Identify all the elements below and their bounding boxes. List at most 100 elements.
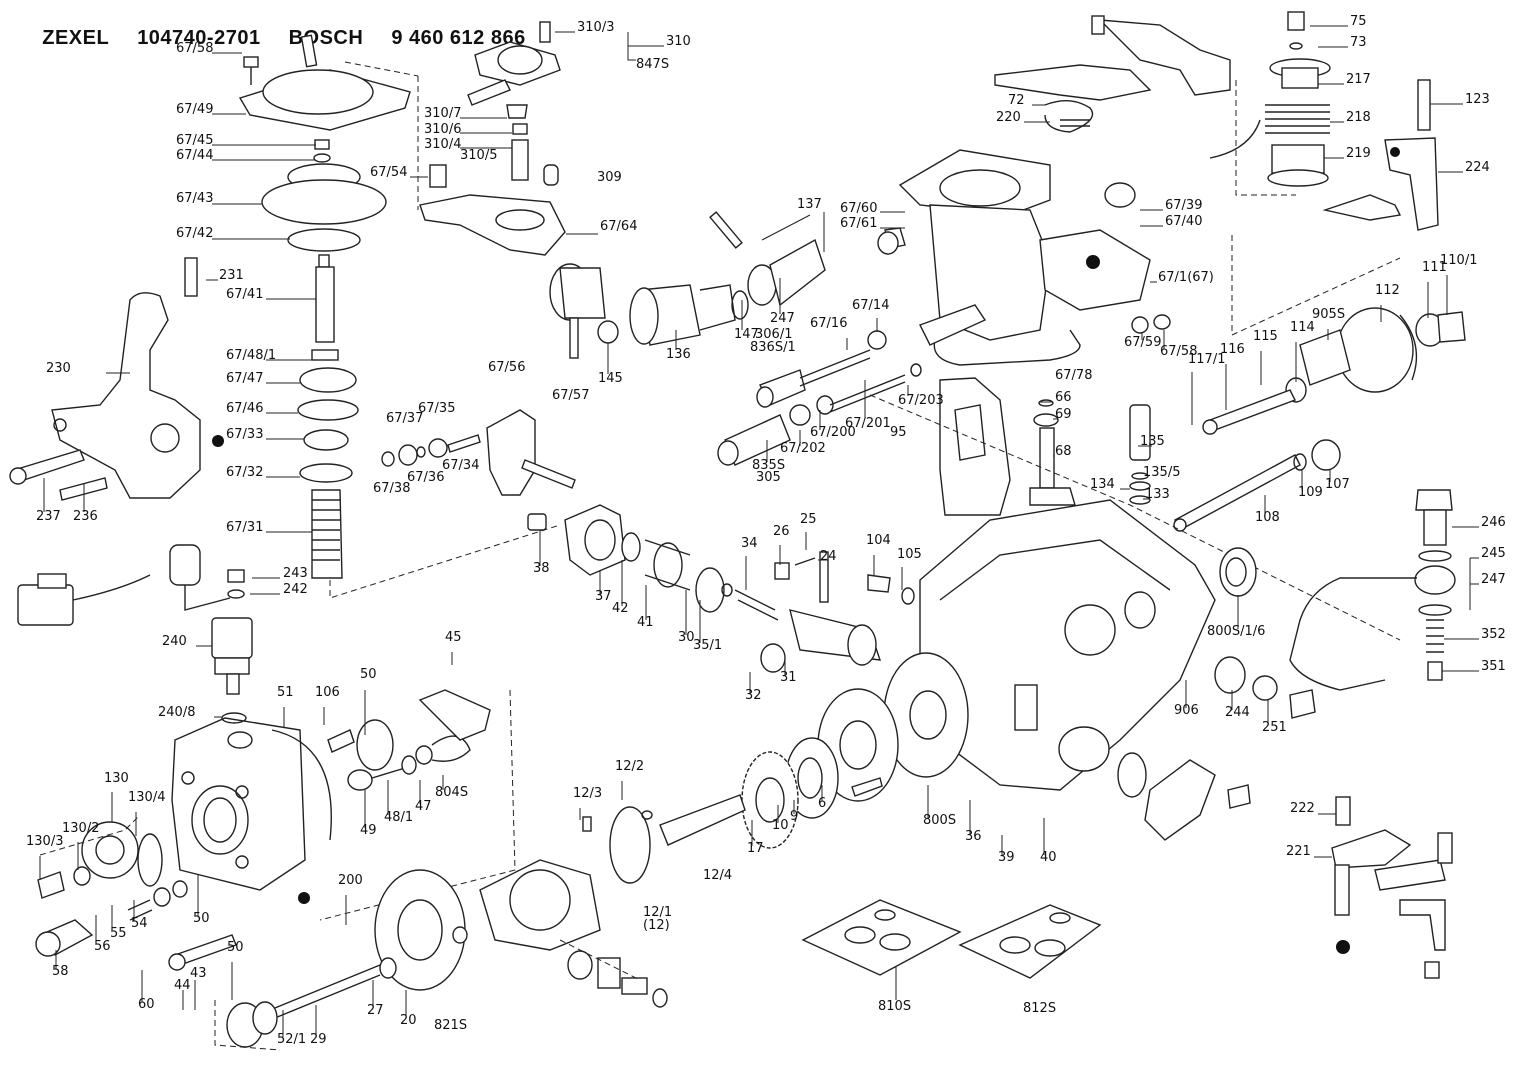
part-label: 69 [1055, 407, 1072, 422]
overflow-valve-banjo [1214, 489, 1456, 719]
part-label: 236 [73, 509, 98, 524]
part-label: 36 [965, 829, 982, 844]
part-label: 247 [770, 311, 795, 326]
part-label: 66 [1055, 390, 1072, 405]
zexel-part-number: 104740-2701 [137, 27, 261, 49]
part-label: 6 [818, 796, 827, 811]
part-label: 67/200 [810, 425, 856, 440]
part-label: 67/202 [780, 441, 826, 456]
part-label: 73 [1350, 35, 1367, 50]
part-label: 200 [338, 873, 363, 888]
part-label: 54 [131, 916, 148, 931]
cold-start-device-310 [419, 21, 566, 256]
part-label: 117/1 [1188, 352, 1226, 367]
part-label: 44 [174, 978, 191, 993]
feed-pump-and-cam [214, 859, 668, 1051]
part-label: 310/6 [424, 122, 462, 137]
part-label: 812S [1023, 1001, 1057, 1016]
part-label: 310/3 [577, 20, 615, 35]
maker-zexel: ZEXEL [42, 27, 110, 49]
delivery-valve-parts [319, 689, 516, 921]
part-label: 222 [1290, 801, 1315, 816]
stop-solenoid-240 [211, 617, 253, 724]
part-label: 67/44 [176, 148, 214, 163]
part-label: 104 [866, 533, 891, 548]
part-label: 67/60 [840, 201, 878, 216]
throttle-lever-assembly [994, 15, 1231, 133]
part-label: 251 [1262, 720, 1287, 735]
drive-shaft-12 [582, 794, 746, 884]
part-label: 106 [315, 685, 340, 700]
part-label: 75 [1350, 14, 1367, 29]
part-label: 37 [595, 589, 612, 604]
part-label: 130/4 [128, 790, 166, 805]
part-label: 35/1 [693, 638, 723, 653]
part-label: 67/58 [1160, 344, 1198, 359]
part-label: 41 [637, 615, 654, 630]
part-label: 12/4 [703, 868, 733, 883]
part-label: 847S [636, 57, 670, 72]
part-label: 310/4 [424, 137, 462, 152]
part-label: 25 [800, 512, 817, 527]
part-label: 247 [1481, 572, 1506, 587]
part-label: 130/2 [62, 821, 100, 836]
part-label: 246 [1481, 515, 1506, 530]
part-label: 9 [790, 809, 799, 824]
part-label: 48/1 [384, 810, 414, 825]
part-label: 29 [310, 1032, 327, 1047]
part-label: 240 [162, 634, 187, 649]
sensor-connector [17, 544, 245, 626]
part-label: 67/1(67) [1158, 270, 1214, 285]
part-label: 26 [773, 524, 790, 539]
part-label: 836S/1 [750, 340, 796, 355]
lever-67-56 [381, 409, 576, 496]
part-label: 12/3 [573, 786, 603, 801]
part-label: 34 [741, 536, 758, 551]
part-label: 220 [996, 110, 1021, 125]
part-label: 42 [612, 601, 629, 616]
part-label: 244 [1225, 705, 1250, 720]
part-label: 800S/1/6 [1207, 624, 1266, 639]
part-label: 310 [666, 34, 691, 49]
part-label: 835S [752, 458, 786, 473]
part-label: 72 [1008, 93, 1025, 108]
part-label: 67/203 [898, 393, 944, 408]
part-label: 306/1 [755, 327, 793, 342]
part-label: 136 [666, 347, 691, 362]
part-label: 242 [283, 582, 308, 597]
control-bracket-95 [939, 377, 1011, 516]
part-label: 67/34 [442, 458, 480, 473]
part-label: 137 [797, 197, 822, 212]
part-label: 67/47 [226, 371, 264, 386]
part-label: 49 [360, 823, 377, 838]
part-label: 135 [1140, 434, 1165, 449]
part-label: 67/41 [226, 287, 264, 302]
lever-bracket-230 [9, 257, 224, 501]
part-label: 50 [227, 940, 244, 955]
part-label: 67/38 [373, 481, 411, 496]
part-label: 237 [36, 509, 61, 524]
part-label: 40 [1040, 850, 1057, 865]
pump-housing-800S [869, 394, 1401, 791]
part-label: 67/46 [226, 401, 264, 416]
part-label: 95 [890, 425, 907, 440]
part-label: (12) [643, 918, 670, 933]
part-label: 134 [1090, 477, 1115, 492]
part-label: 107 [1325, 477, 1350, 492]
governor-flyweight-112 [1202, 235, 1466, 435]
part-label: 351 [1481, 659, 1506, 674]
part-label: 240/8 [158, 705, 196, 720]
part-label: 51 [277, 685, 294, 700]
part-label: 114 [1290, 320, 1315, 335]
shaft-108 [1173, 439, 1341, 532]
part-label: 110/1 [1440, 253, 1478, 268]
part-label: 245 [1481, 546, 1506, 561]
part-label: 50 [193, 911, 210, 926]
part-label: 12/1 [643, 905, 673, 920]
part-label: 67/54 [370, 165, 408, 180]
bracket-224 [1322, 79, 1439, 231]
part-label: 67/56 [488, 360, 526, 375]
part-label: 800S [923, 813, 957, 828]
part-label: 804S [435, 785, 469, 800]
